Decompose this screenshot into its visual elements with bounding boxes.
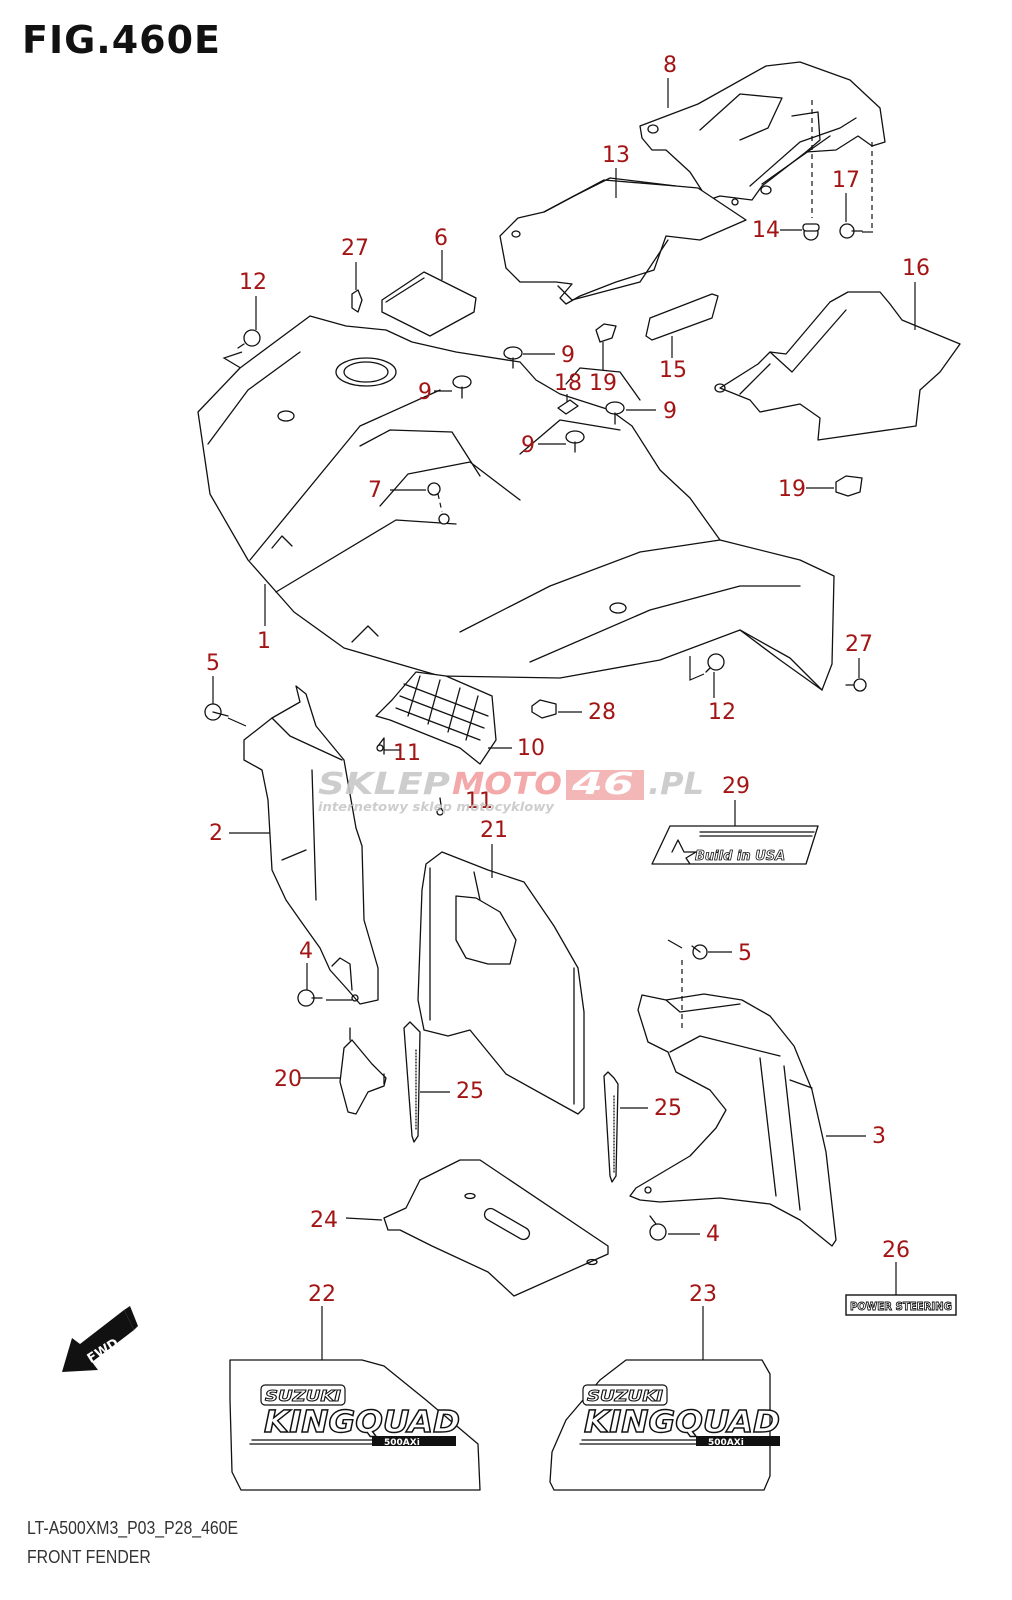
- part-20-bracket[interactable]: [339, 1027, 387, 1115]
- part-19-cushion[interactable]: [595, 323, 617, 343]
- part-18-tape[interactable]: [557, 399, 579, 415]
- watermark-pl: .PL: [648, 767, 704, 802]
- callout-3: 3: [872, 1124, 886, 1149]
- callout-6: 6: [434, 226, 448, 251]
- callout-9a: 9: [561, 343, 575, 368]
- part-28-pad[interactable]: [531, 699, 557, 719]
- part-9-bolt-b[interactable]: [452, 375, 472, 399]
- part-2-inner-fender-left[interactable]: [243, 685, 379, 1005]
- callout-12-low: 12: [708, 700, 736, 725]
- section-name: FRONT FENDER: [27, 1547, 151, 1567]
- callout-23: 23: [689, 1282, 717, 1307]
- callout-27-top: 27: [341, 236, 369, 261]
- part-17-clip[interactable]: [839, 223, 863, 239]
- callout-7: 7: [368, 478, 382, 503]
- part-6-cap[interactable]: [381, 271, 477, 337]
- callout-18: 18: [554, 371, 582, 396]
- callout-20: 20: [274, 1067, 302, 1092]
- callout-19-top: 19: [589, 371, 617, 396]
- part-8-top-cover[interactable]: [639, 61, 886, 232]
- callout-19-right: 19: [778, 477, 806, 502]
- part-12-grommet-low[interactable]: [705, 653, 725, 673]
- part-22-kingquad-decal-left[interactable]: SUZUKI KINGQUAD 500AXi: [229, 1359, 481, 1491]
- callout-24: 24: [310, 1208, 338, 1233]
- part-10-grille[interactable]: [375, 671, 497, 765]
- part-21-heat-shield[interactable]: [417, 851, 585, 1115]
- callout-25-left: 25: [456, 1079, 484, 1104]
- callout-5-left: 5: [206, 651, 220, 676]
- callout-15: 15: [659, 358, 687, 383]
- part-24-plate[interactable]: [383, 1159, 609, 1297]
- callout-10: 10: [517, 736, 545, 761]
- watermark-moto: MOTO: [452, 767, 562, 802]
- callout-22: 22: [308, 1282, 336, 1307]
- kingquad-text-right: KINGQUAD: [584, 1405, 780, 1440]
- callout-11a: 11: [393, 741, 421, 766]
- part-25-tie-left[interactable]: [403, 1021, 421, 1143]
- watermark-tagline: internetowy sklep motocyklowy: [318, 800, 555, 814]
- part-23-kingquad-decal-right[interactable]: SUZUKI KINGQUAD 500AXi: [549, 1359, 781, 1491]
- suzuki-text-left: SUZUKI: [265, 1387, 341, 1405]
- part-5-screw-left[interactable]: [204, 703, 229, 721]
- callout-9d: 9: [521, 433, 535, 458]
- part-4-clip-left[interactable]: [297, 989, 323, 1007]
- figure-title: FIG.460E: [22, 18, 222, 62]
- callout-9b: 9: [418, 380, 432, 405]
- callout-4-right: 4: [706, 1222, 720, 1247]
- callout-14: 14: [752, 218, 780, 243]
- callout-8: 8: [663, 53, 677, 78]
- watermark-sklep: SKLEP: [318, 767, 450, 802]
- watermark-46: 46: [571, 767, 634, 802]
- part-19-cushion-right[interactable]: [835, 475, 863, 497]
- callout-2: 2: [209, 821, 223, 846]
- watermark-46-bg: [566, 770, 644, 800]
- kingquad-sub-text-left: 500AXi: [384, 1438, 420, 1448]
- part-12-grommet-top[interactable]: [237, 329, 261, 349]
- part-26-power-steering-decal[interactable]: POWER STEERING: [845, 1294, 957, 1316]
- kingquad-text-left: KINGQUAD: [264, 1405, 460, 1440]
- callout-16: 16: [902, 256, 930, 281]
- part-11-screw-a[interactable]: [376, 737, 385, 755]
- callout-25-right: 25: [654, 1096, 682, 1121]
- callout-1: 1: [257, 629, 271, 654]
- fwd-arrow-icon: FWD: [62, 1306, 138, 1372]
- part-9-bolt-a[interactable]: [503, 346, 523, 369]
- part-27-clip-top[interactable]: [351, 289, 363, 313]
- part-5-screw-right[interactable]: [691, 944, 708, 960]
- callout-5-right: 5: [738, 941, 752, 966]
- build-in-usa-text: Build in USA: [695, 849, 785, 864]
- part-11-screw-b[interactable]: [436, 797, 444, 816]
- callout-17: 17: [832, 168, 860, 193]
- callout-4-left: 4: [299, 939, 313, 964]
- part-29-build-in-usa-decal[interactable]: Build in USA: [651, 825, 819, 865]
- callout-21: 21: [480, 818, 508, 843]
- part-13-bracket[interactable]: [499, 177, 747, 305]
- callout-26: 26: [882, 1238, 910, 1263]
- callout-27-right: 27: [845, 632, 873, 657]
- callout-11b: 11: [465, 789, 493, 814]
- callout-13: 13: [602, 143, 630, 168]
- callout-9c: 9: [663, 399, 677, 424]
- part-16-side-cover[interactable]: [714, 291, 961, 441]
- part-14-push-rivet[interactable]: [802, 223, 820, 241]
- part-9-bolt-d[interactable]: [565, 430, 585, 453]
- part-3-inner-fender-right[interactable]: [629, 960, 837, 1247]
- kingquad-sub-text-right: 500AXi: [708, 1438, 744, 1448]
- callout-28: 28: [588, 700, 616, 725]
- part-25-tie-right[interactable]: [603, 1071, 619, 1183]
- model-code: LT-A500XM3_P03_P28_460E: [27, 1518, 239, 1538]
- part-4-clip-right[interactable]: [649, 1215, 667, 1241]
- watermark: SKLEP MOTO 46 .PL internetowy sklep moto…: [318, 767, 704, 814]
- part-1-front-fender[interactable]: [197, 315, 835, 691]
- part-15-pad[interactable]: [645, 293, 719, 341]
- part-7-grommet[interactable]: [427, 482, 450, 525]
- part-9-bolt-c[interactable]: [605, 401, 625, 425]
- power-steering-text: POWER STEERING: [850, 1300, 952, 1313]
- callout-29: 29: [722, 774, 750, 799]
- part-27-clip-right[interactable]: [845, 678, 867, 692]
- suzuki-text-right: SUZUKI: [587, 1387, 663, 1405]
- callout-12-top: 12: [239, 270, 267, 295]
